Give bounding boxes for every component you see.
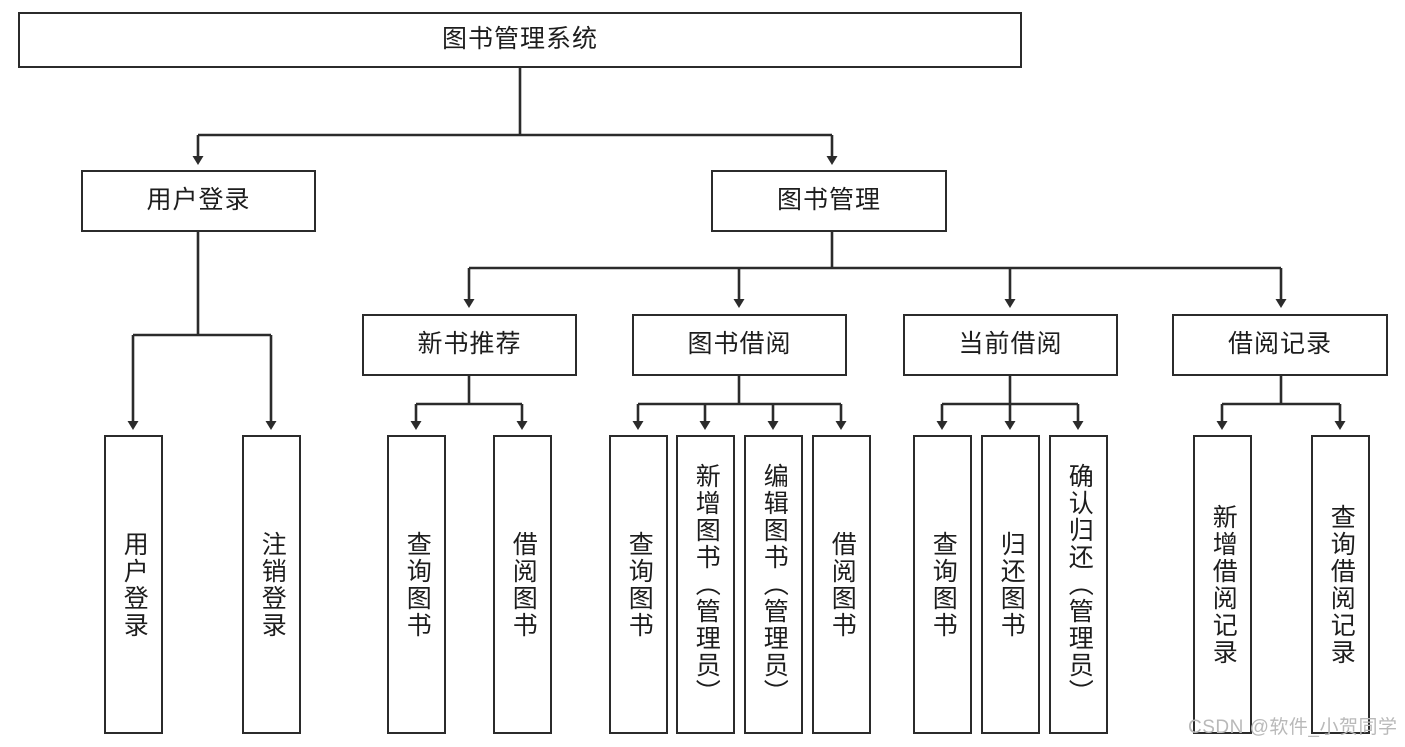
leaf-label: 查询图书 bbox=[403, 530, 432, 639]
leaf-borrow-edit-book-admin[interactable]: 编辑图书（管理员） bbox=[744, 435, 803, 734]
leaf-label: 新增借阅记录 bbox=[1209, 503, 1238, 666]
leaf-label: 查询图书 bbox=[625, 530, 654, 639]
leaf-label: 确认归还（管理员） bbox=[1065, 463, 1094, 706]
leaf-label: 编辑图书（管理员） bbox=[760, 463, 789, 706]
leaf-label: 查询借阅记录 bbox=[1327, 503, 1356, 666]
leaf-label: 新增图书（管理员） bbox=[692, 463, 721, 706]
node-current-borrow[interactable]: 当前借阅 bbox=[903, 314, 1118, 376]
node-borrow-record[interactable]: 借阅记录 bbox=[1172, 314, 1388, 376]
leaf-label: 用户登录 bbox=[120, 530, 149, 639]
leaf-borrow-borrow-book[interactable]: 借阅图书 bbox=[812, 435, 871, 734]
leaf-borrow-add-book-admin[interactable]: 新增图书（管理员） bbox=[676, 435, 735, 734]
node-user-login[interactable]: 用户登录 bbox=[81, 170, 316, 232]
node-book-borrow[interactable]: 图书借阅 bbox=[632, 314, 847, 376]
csdn-watermark: CSDN @软件_小贺同学 bbox=[1188, 717, 1398, 738]
leaf-current-return-book[interactable]: 归还图书 bbox=[981, 435, 1040, 734]
leaf-current-confirm-return-admin[interactable]: 确认归还（管理员） bbox=[1049, 435, 1108, 734]
leaf-label: 归还图书 bbox=[997, 530, 1026, 639]
leaf-label: 注销登录 bbox=[258, 530, 287, 639]
leaf-label: 借阅图书 bbox=[828, 530, 857, 639]
leaf-recommend-borrow-book[interactable]: 借阅图书 bbox=[493, 435, 552, 734]
leaf-record-add-record[interactable]: 新增借阅记录 bbox=[1193, 435, 1252, 734]
leaf-label: 查询图书 bbox=[929, 530, 958, 639]
node-root-system[interactable]: 图书管理系统 bbox=[18, 12, 1022, 68]
leaf-recommend-query-book[interactable]: 查询图书 bbox=[387, 435, 446, 734]
leaf-user-login-login[interactable]: 用户登录 bbox=[104, 435, 163, 734]
leaf-current-query-book[interactable]: 查询图书 bbox=[913, 435, 972, 734]
node-new-book-recommend[interactable]: 新书推荐 bbox=[362, 314, 577, 376]
leaf-record-query-record[interactable]: 查询借阅记录 bbox=[1311, 435, 1370, 734]
node-book-management[interactable]: 图书管理 bbox=[711, 170, 947, 232]
leaf-label: 借阅图书 bbox=[509, 530, 538, 639]
leaf-user-login-logout[interactable]: 注销登录 bbox=[242, 435, 301, 734]
leaf-borrow-query-book[interactable]: 查询图书 bbox=[609, 435, 668, 734]
